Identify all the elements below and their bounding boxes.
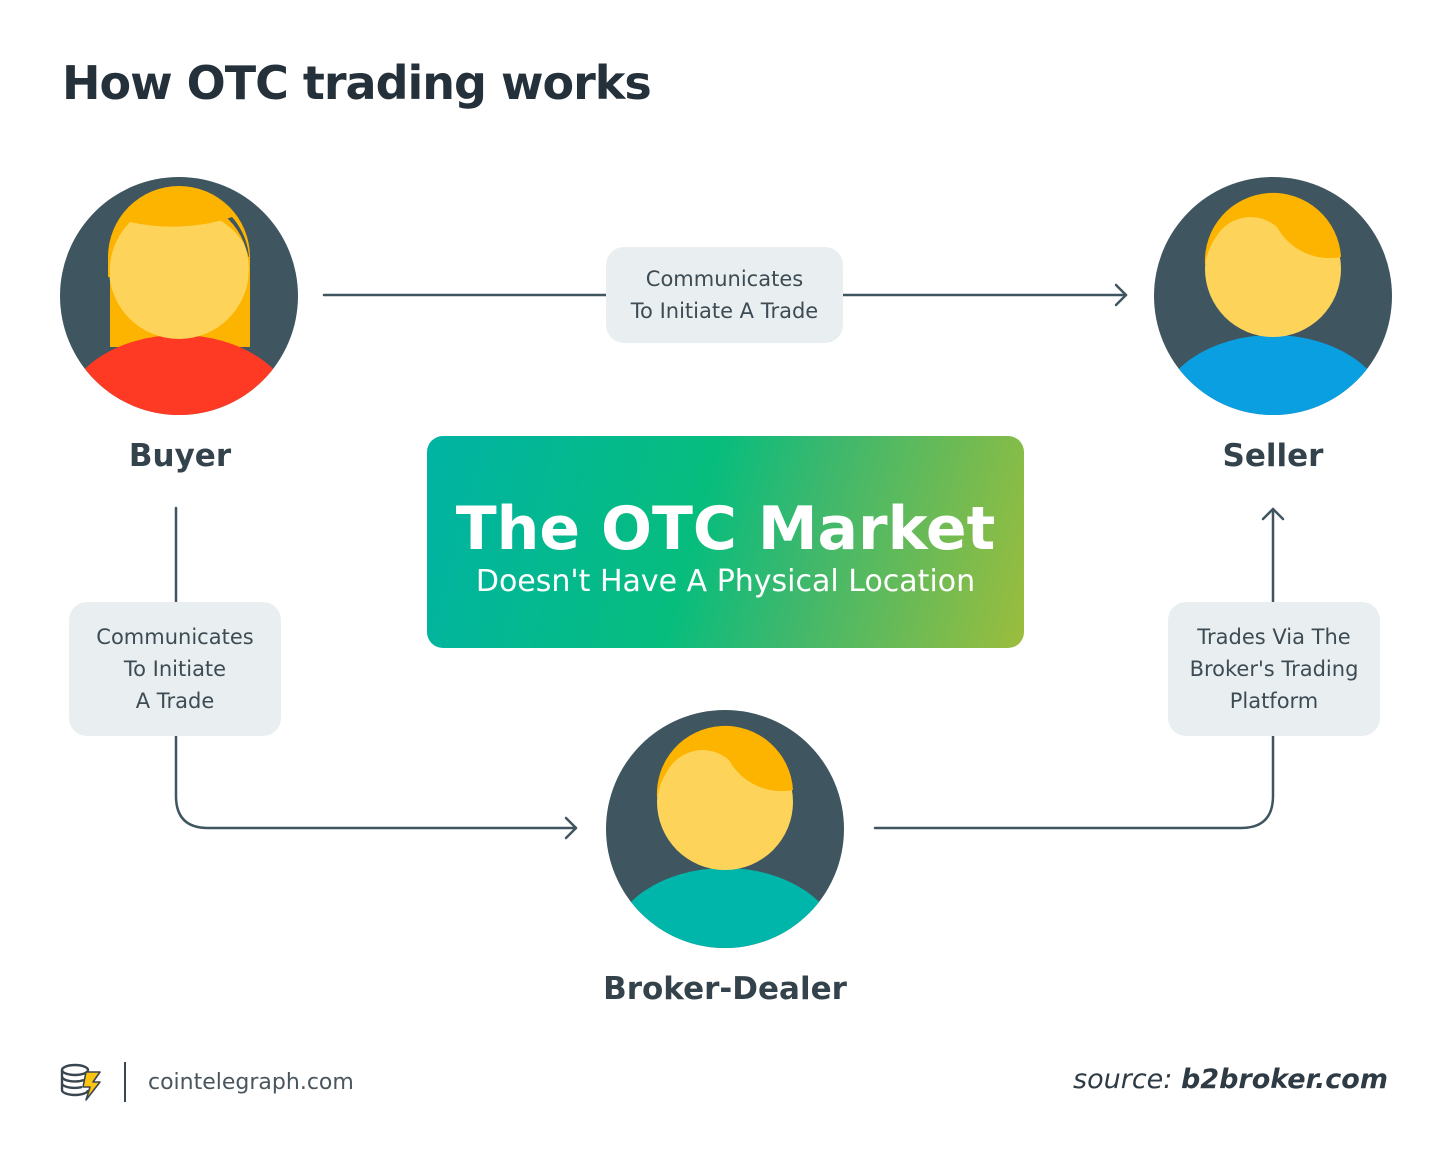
seller-avatar-icon (1154, 177, 1392, 415)
broker-dealer-label: Broker-Dealer (603, 971, 847, 1007)
edge-buyer-seller-arrowhead (1114, 283, 1128, 307)
footer-source-prefix: source: (1073, 1064, 1181, 1095)
footer-brand-text: cointelegraph.com (148, 1069, 354, 1095)
edge-note-buyer-seller: Communicates To Initiate A Trade (606, 247, 843, 343)
footer-source-site: b2broker.com (1180, 1064, 1388, 1095)
edge-broker-seller-line (873, 507, 1275, 830)
cointelegraph-logo-icon (60, 1063, 101, 1101)
buyer-label: Buyer (128, 438, 232, 474)
edge-buyer-broker-arrowhead (564, 816, 578, 840)
edge-buyer-broker-line (174, 506, 578, 830)
otc-market-subtitle: Doesn't Have A Physical Location (475, 564, 976, 599)
otc-market-box: The OTC Market Doesn't Have A Physical L… (427, 436, 1024, 648)
edge-note-buyer-broker: Communicates To Initiate A Trade (69, 602, 281, 736)
footer-source: source: b2broker.com (1073, 1064, 1388, 1095)
edge-note-broker-seller: Trades Via The Broker's Trading Platform (1168, 602, 1380, 736)
diagram-title: How OTC trading works (62, 56, 652, 110)
buyer-avatar-icon (60, 177, 298, 415)
seller-label: Seller (1222, 438, 1324, 474)
footer-separator (124, 1062, 126, 1102)
broker-dealer-avatar-icon (606, 710, 844, 948)
otc-market-title: The OTC Market (455, 494, 996, 564)
edge-broker-seller-arrowhead (1261, 507, 1285, 521)
footer-brand: cointelegraph.com (60, 1062, 354, 1102)
